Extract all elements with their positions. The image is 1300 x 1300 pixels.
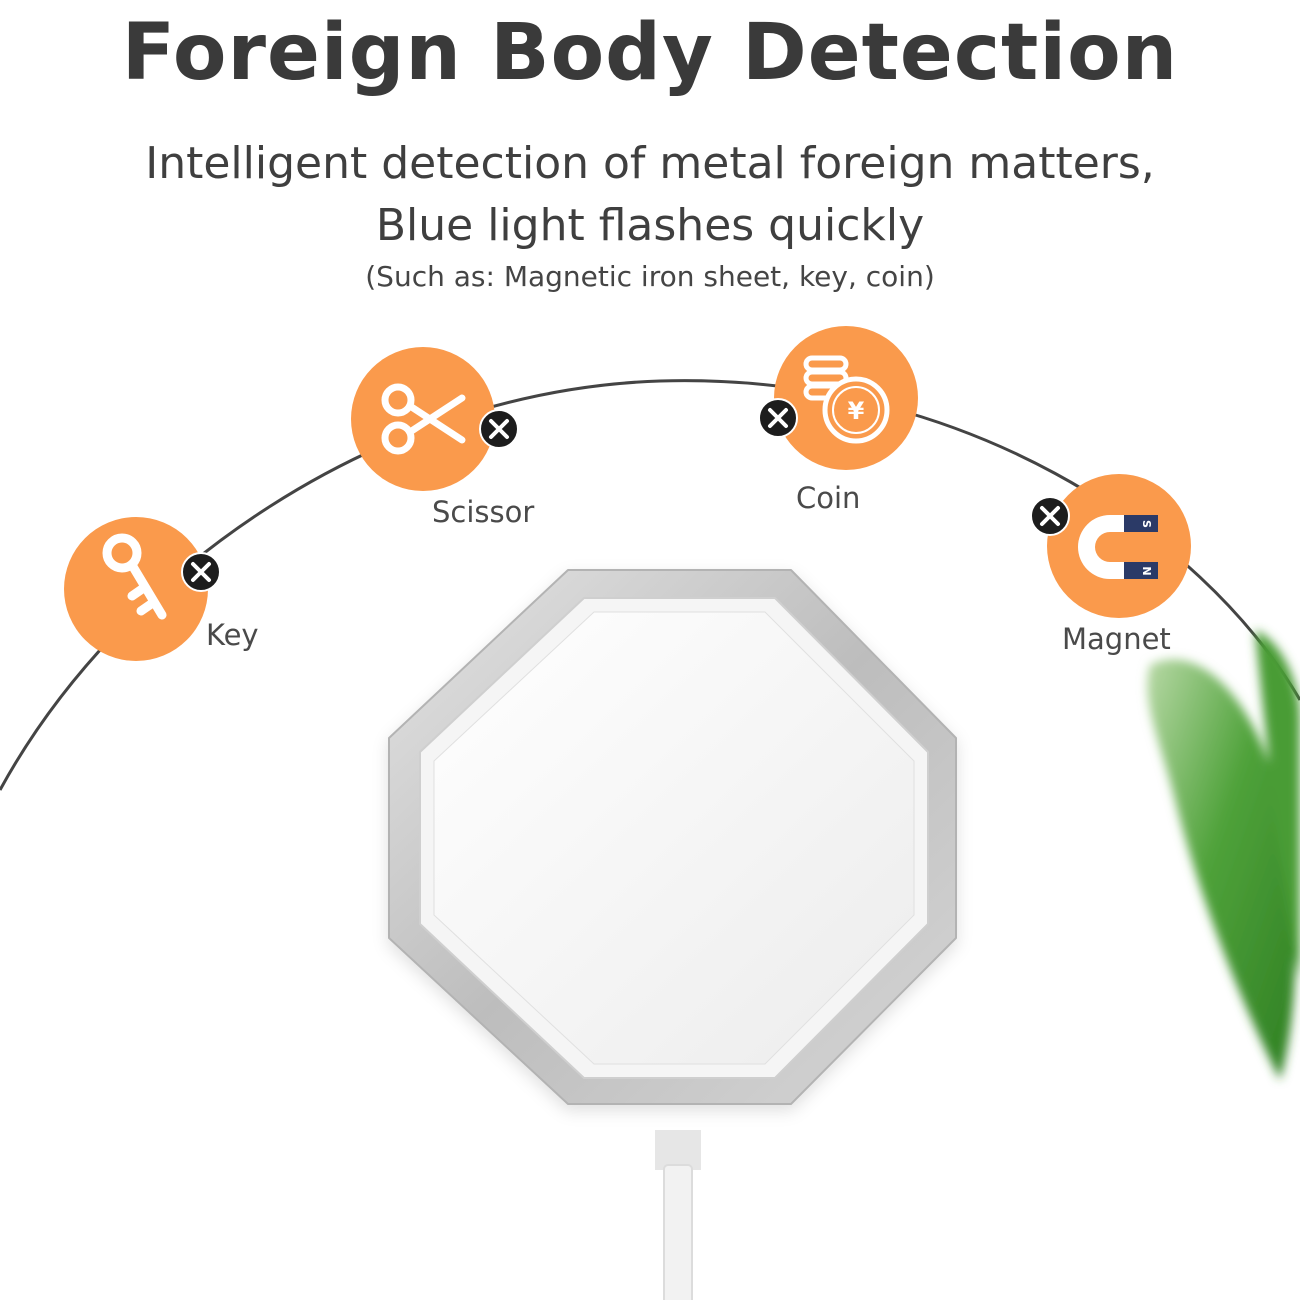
item-key [64, 517, 221, 661]
item-coin: ¥ [758, 326, 918, 470]
magnet-pole-s: S [1140, 520, 1153, 528]
x-mark-icon [479, 409, 519, 449]
subtitle-line-1: Intelligent detection of metal foreign m… [145, 138, 1155, 189]
x-mark-icon [758, 398, 798, 438]
wireless-charger [388, 569, 957, 1105]
item-scissor [351, 347, 519, 491]
item-label-coin: Coin [796, 481, 861, 515]
magnet-pole-n: N [1140, 566, 1153, 575]
item-magnet: S N [1030, 474, 1191, 618]
item-label-scissor: Scissor [432, 495, 535, 529]
magnet-icon: S N [1078, 515, 1158, 579]
key-icon [102, 533, 167, 620]
x-mark-icon [181, 552, 221, 592]
coin-stack-icon: ¥ [803, 355, 890, 444]
x-mark-icon [1030, 496, 1070, 536]
scissor-badge [351, 347, 495, 491]
charger-cable [655, 1130, 701, 1300]
page-title: Foreign Body Detection [121, 8, 1179, 98]
magnet-badge [1047, 474, 1191, 618]
item-label-magnet: Magnet [1062, 622, 1171, 656]
item-label-key: Key [206, 618, 259, 652]
leaf-decoration [1147, 630, 1300, 1080]
scissors-icon [381, 383, 466, 455]
subtitle-line-2: Blue light flashes quickly [375, 200, 925, 251]
coin-currency-symbol: ¥ [848, 397, 865, 425]
examples-note: (Such as: Magnetic iron sheet, key, coin… [365, 260, 935, 293]
